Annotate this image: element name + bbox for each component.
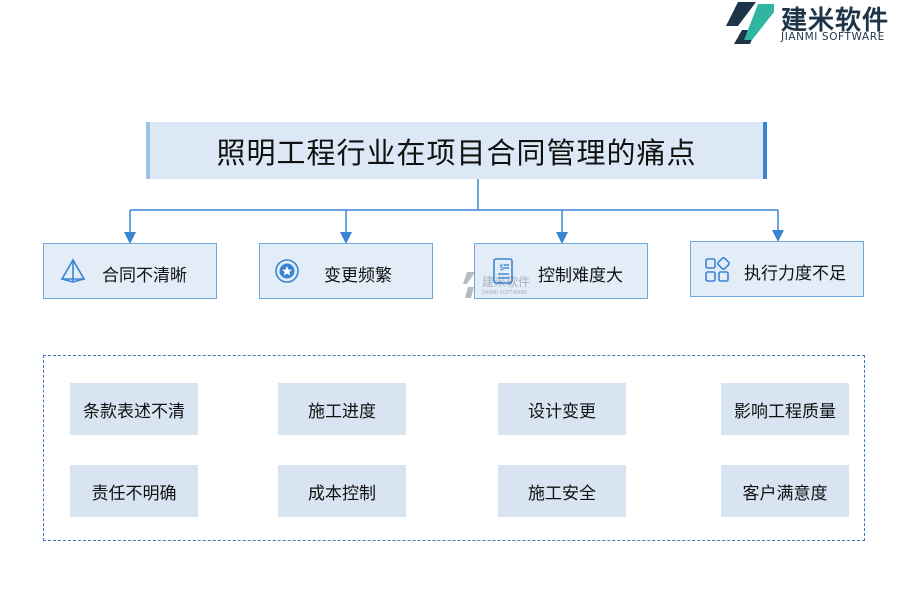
category-weak-execution: 执行力度不足	[690, 241, 864, 297]
detail-item: 施工进度	[278, 383, 406, 435]
category-contract-unclear: 合同不清晰	[43, 243, 217, 299]
svg-text:$: $	[499, 263, 505, 273]
category-hard-to-control: $ 控制难度大	[474, 243, 648, 299]
watermark: 建米软件 JIANMI SOFTWARE	[462, 268, 532, 302]
document-dollar-icon: $	[493, 258, 513, 284]
category-label: 变更频繁	[324, 266, 392, 286]
category-frequent-changes: 变更频繁	[259, 243, 433, 299]
detail-item: 施工安全	[498, 465, 626, 517]
brand-logo: 建米软件 JIANMI SOFTWARE	[724, 0, 900, 48]
brand-name-cn: 建米软件	[781, 6, 890, 36]
detail-item: 成本控制	[278, 465, 406, 517]
star-badge-icon	[275, 259, 299, 283]
watermark-mark-icon	[463, 272, 475, 298]
detail-item: 责任不明确	[70, 465, 198, 517]
details-panel: 条款表述不清 施工进度 设计变更 影响工程质量 责任不明确 成本控制 施工安全 …	[43, 355, 865, 541]
watermark-name-en: JIANMI SOFTWARE	[482, 290, 528, 296]
category-label: 控制难度大	[538, 266, 623, 286]
detail-item: 客户满意度	[721, 465, 849, 517]
detail-item: 条款表述不清	[70, 383, 198, 435]
grid-shapes-icon	[705, 256, 731, 282]
pyramid-icon	[60, 258, 86, 283]
diagram-title: 照明工程行业在项目合同管理的痛点	[216, 135, 697, 170]
detail-item: 设计变更	[498, 383, 626, 435]
detail-item: 影响工程质量	[721, 383, 849, 435]
brand-name-en: JIANMI SOFTWARE	[781, 31, 885, 43]
category-label: 执行力度不足	[744, 264, 846, 284]
watermark-name-cn: 建米软件	[482, 275, 531, 289]
diagram-title-box: 照明工程行业在项目合同管理的痛点	[146, 122, 767, 179]
brand-mark-icon	[726, 2, 774, 44]
category-label: 合同不清晰	[102, 266, 187, 286]
